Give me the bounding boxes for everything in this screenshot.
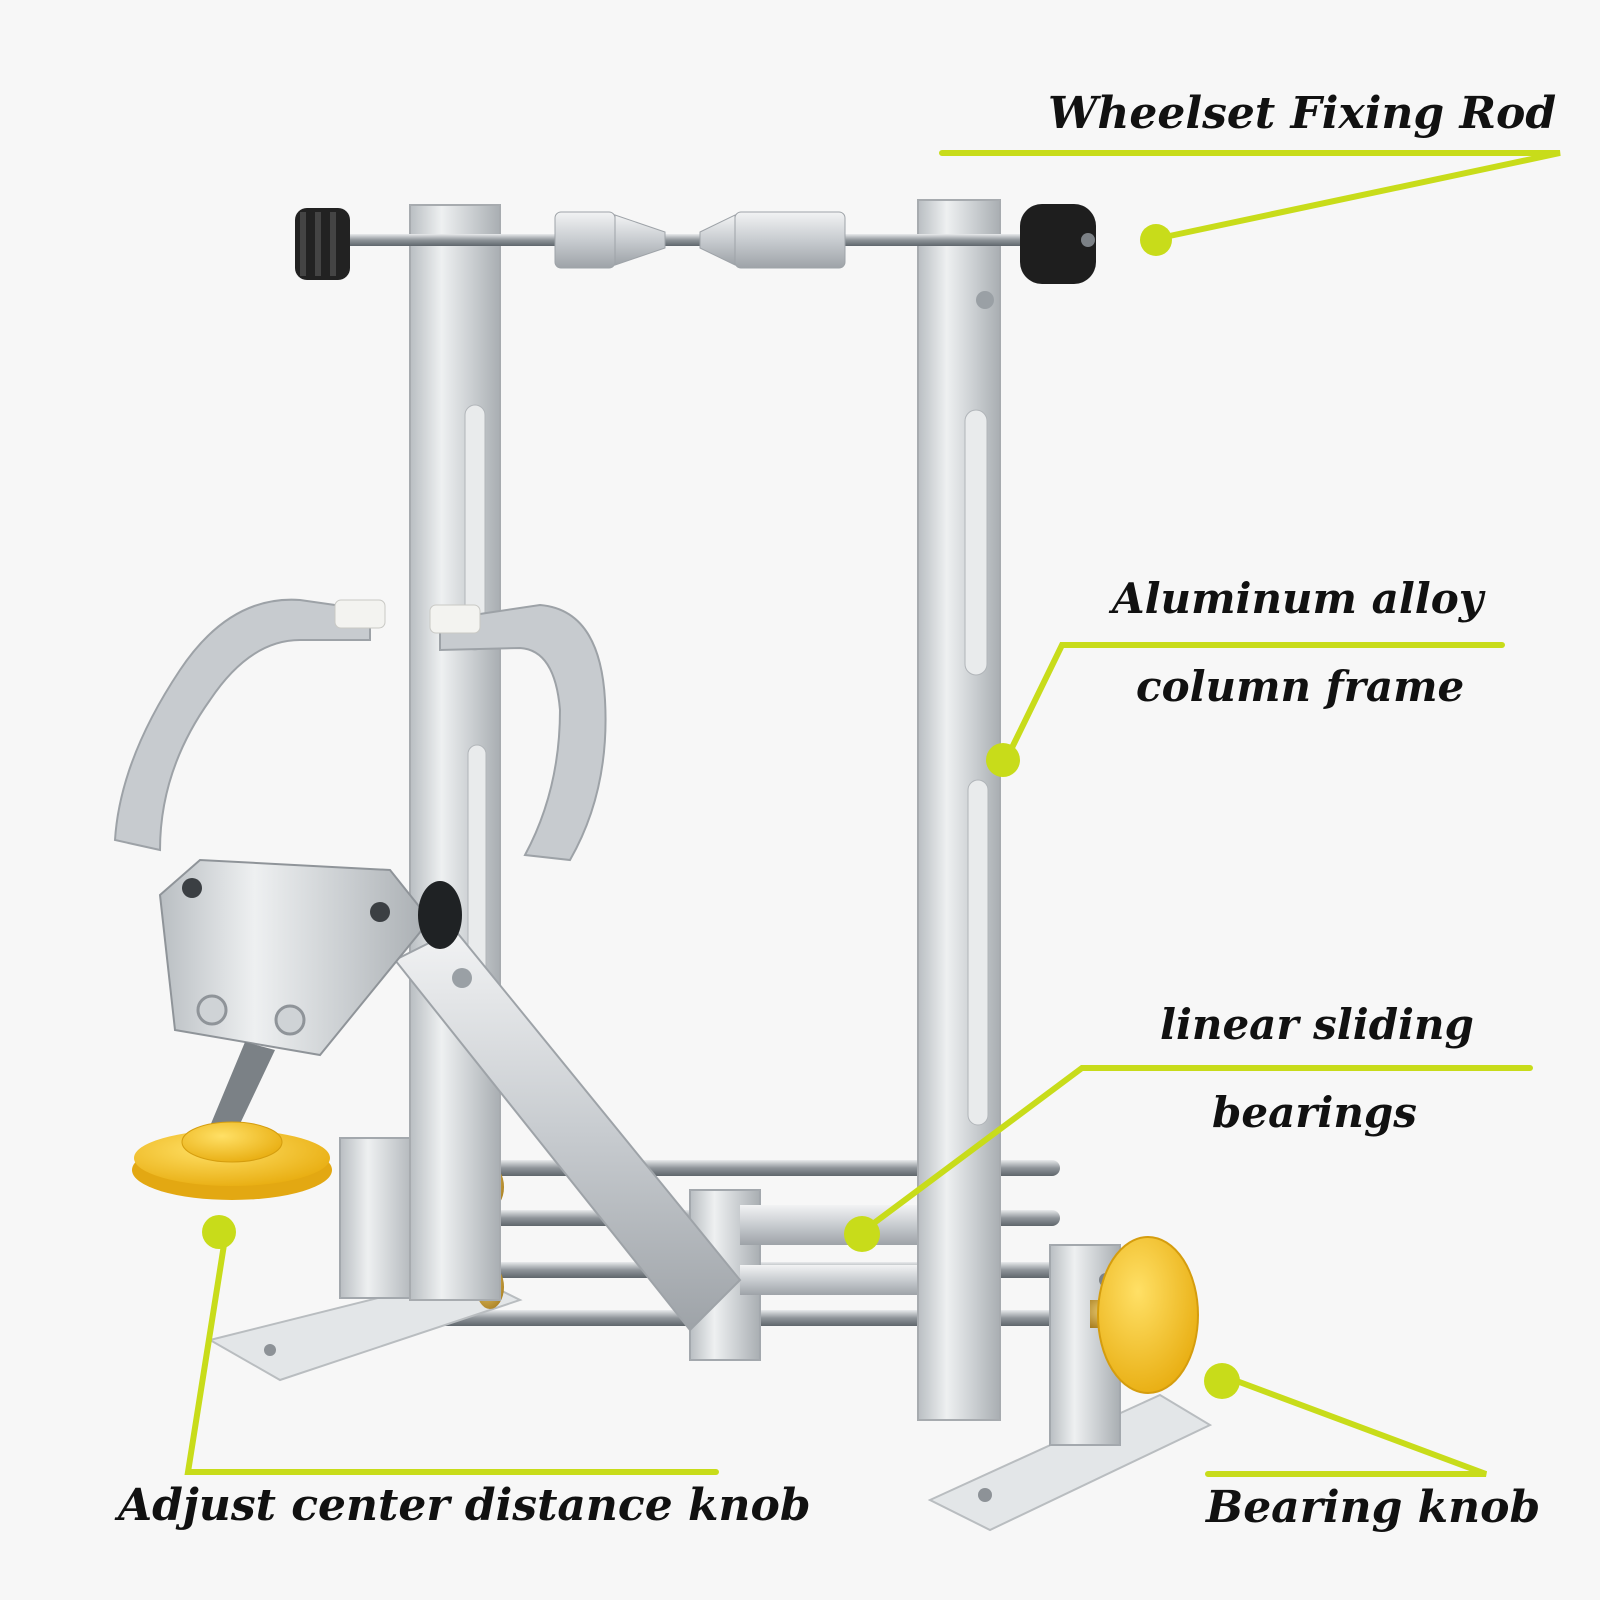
label-linear-bearings-line1: linear sliding (1160, 1000, 1474, 1049)
center-distance-knob-yellow (132, 1121, 332, 1200)
callout-dots (202, 224, 1240, 1399)
label-linear-bearings-line2: bearings (1212, 1088, 1417, 1137)
right-black-knob (1020, 204, 1096, 284)
threaded-screw (205, 1042, 275, 1145)
wheelset-fixing-rod (295, 204, 1096, 284)
left-black-knob (295, 208, 350, 280)
label-column-frame-line1: Aluminum alloy (1112, 574, 1484, 623)
callout-center-knob (184, 1229, 719, 1475)
callout-column-frame (1003, 642, 1505, 763)
bearing-knob-yellow (1090, 1236, 1199, 1394)
callout-linear-bearings (859, 1065, 1533, 1235)
right-column (917, 199, 1001, 1421)
label-center-distance-knob: Adjust center distance knob (118, 1480, 811, 1531)
left-column (409, 204, 501, 1301)
label-bearing-knob: Bearing knob (1206, 1482, 1541, 1533)
label-column-frame-line2: column frame (1136, 662, 1465, 711)
caliper-gauge (113, 598, 607, 1057)
callout-wheelset-rod (939, 150, 1561, 241)
label-wheelset-fixing-rod: Wheelset Fixing Rod (1048, 88, 1557, 139)
callout-lines (184, 150, 1561, 1477)
callout-bearing-knob (1205, 1377, 1488, 1477)
